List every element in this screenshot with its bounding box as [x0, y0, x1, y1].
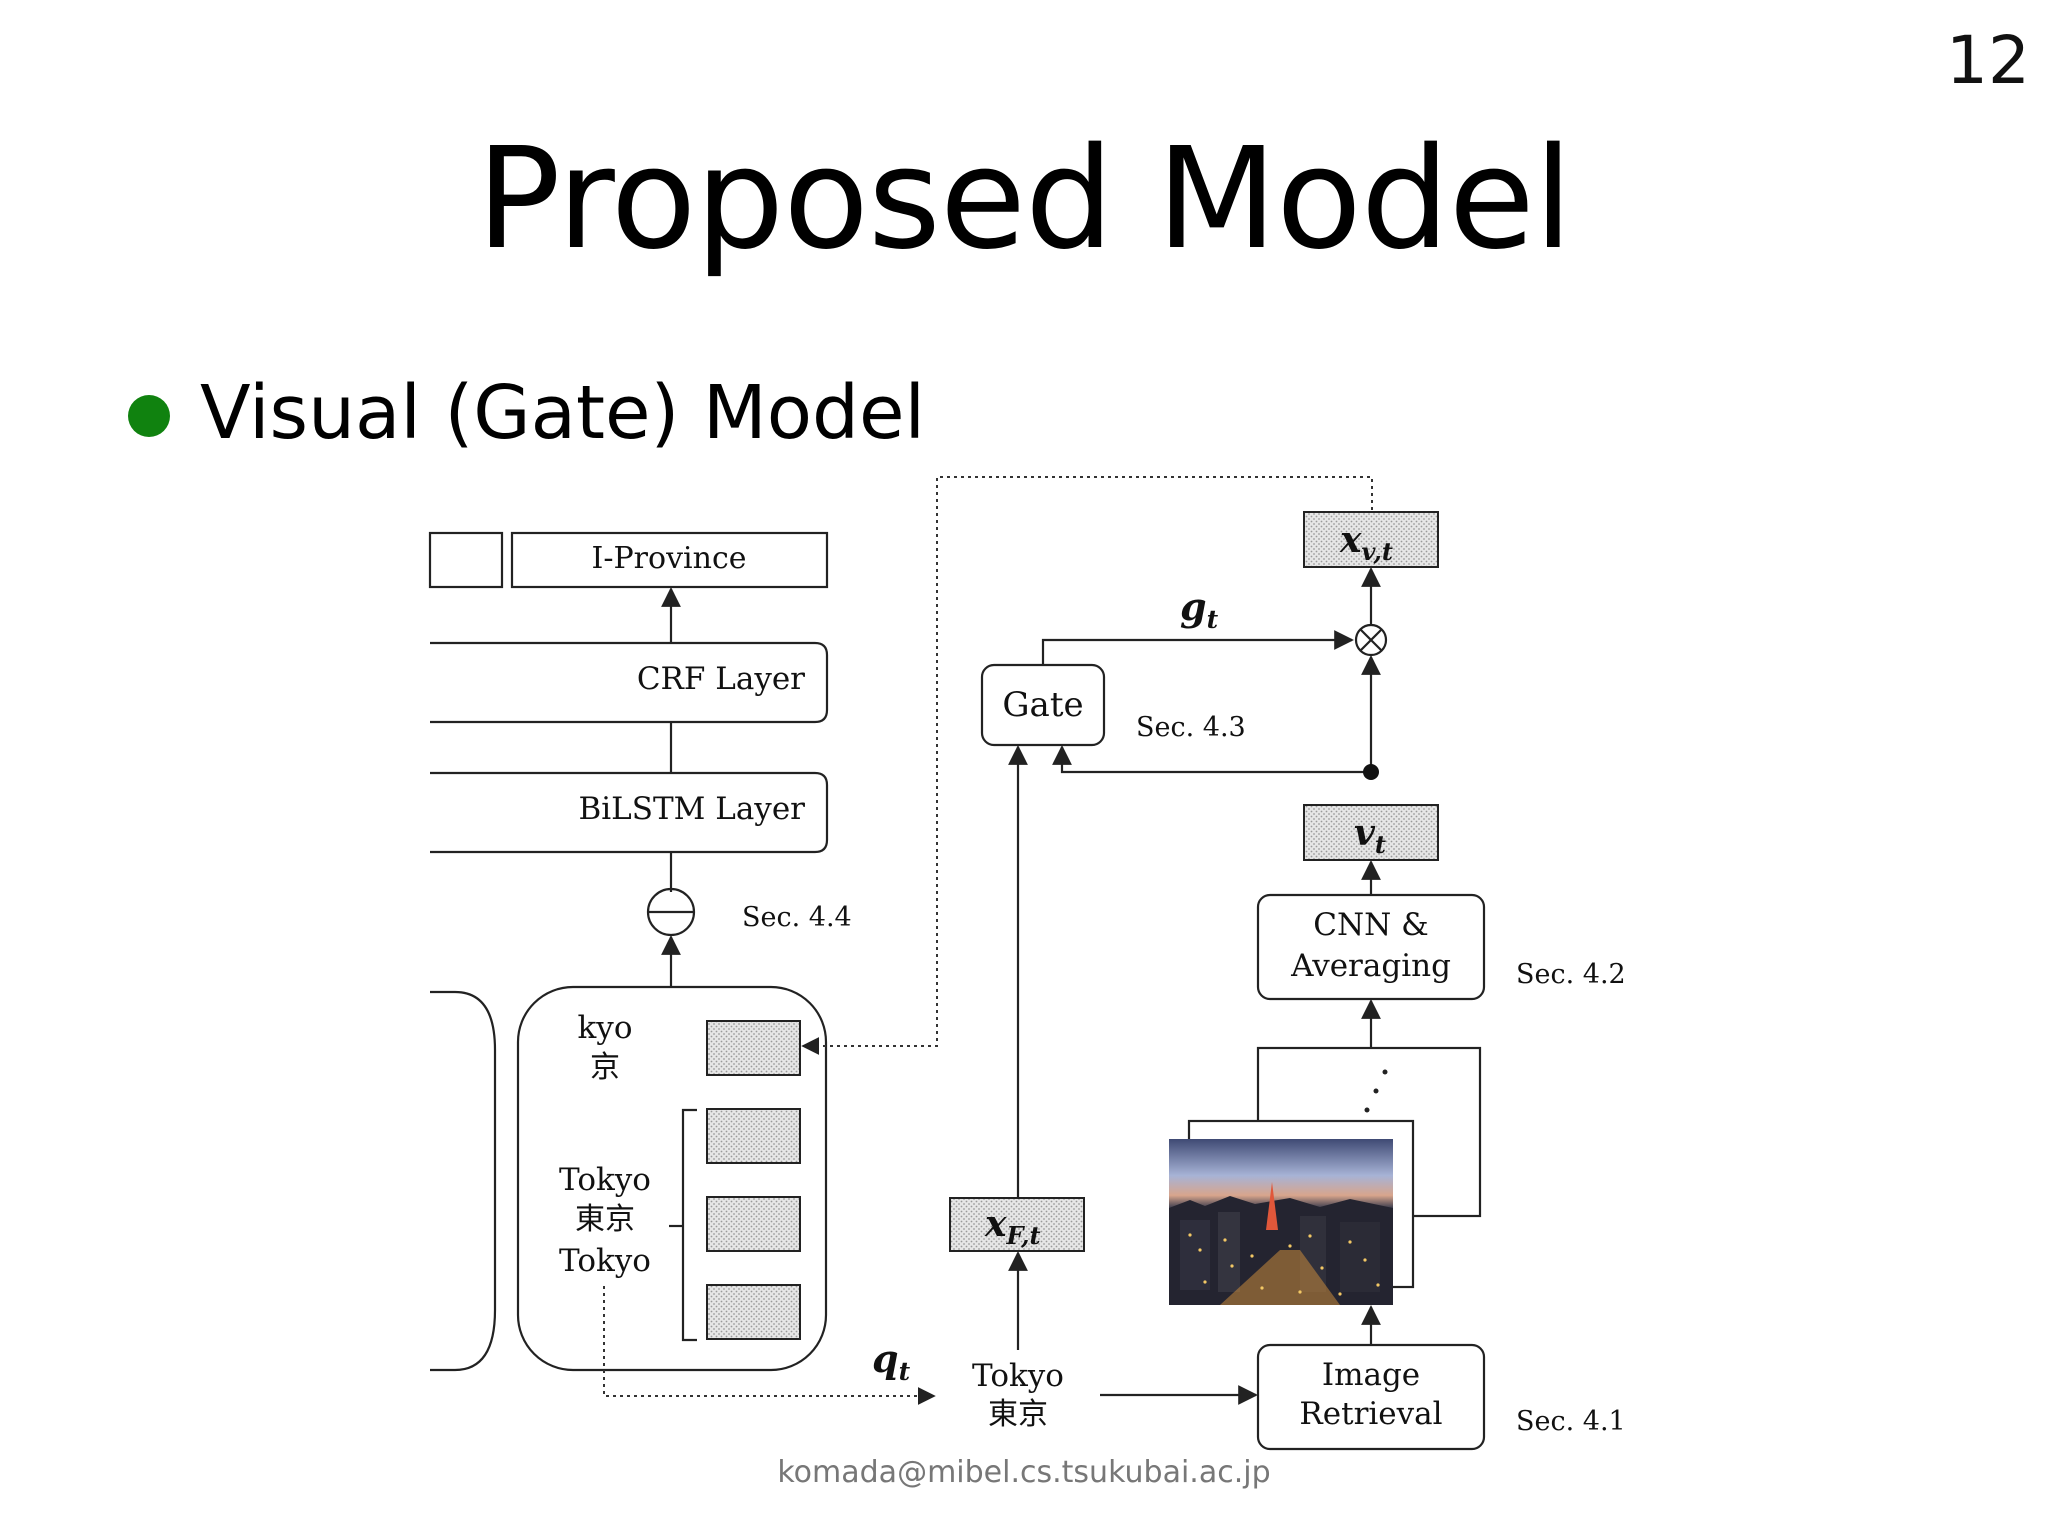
slide-number: 12: [1946, 22, 2030, 99]
tokyo-embedding-box-1: [706, 1108, 801, 1164]
g-t-line: [1041, 630, 1354, 665]
footer-email: komada@mibel.cs.tsukubai.ac.jp: [777, 1455, 1271, 1490]
retrieval-label-line1: Image: [1322, 1357, 1420, 1393]
x-v-t-label: xv,t: [1339, 519, 1393, 566]
crf-layer-label: CRF Layer: [637, 661, 805, 697]
cropped-output-box: [428, 531, 504, 589]
cropped-left-container: [430, 990, 497, 1372]
kyo-embedding-box: [706, 1020, 801, 1076]
slide-title: Proposed Model: [476, 118, 1572, 281]
tokyo-embedding-box-2: [706, 1196, 801, 1252]
gate-label: Gate: [1002, 685, 1083, 725]
v-t-box: [1303, 804, 1439, 861]
kyo-kanji: 京: [590, 1050, 620, 1085]
query-kanji: 東京: [988, 1397, 1048, 1432]
bullet-dot: [128, 395, 170, 437]
x-f-t-label: xF,t: [984, 1203, 1041, 1250]
tokyo-kanji: 東京: [575, 1202, 635, 1237]
bilstm-layer-box: [430, 771, 829, 854]
dotted-feedback-line: [801, 476, 1373, 1055]
dotted-query-line: [603, 1286, 936, 1405]
x-f-t-box: [949, 1197, 1085, 1252]
retrieval-label-line2: Retrieval: [1299, 1396, 1442, 1432]
tokyo-romaji-2: Tokyo: [559, 1243, 651, 1279]
q-t-label: qt: [872, 1336, 911, 1386]
output-label: I-Province: [592, 541, 747, 576]
g-t-label: gt: [1180, 584, 1219, 634]
cnn-label-line2: Averaging: [1290, 948, 1451, 984]
bullet-text: Visual (Gate) Model: [200, 370, 926, 456]
v-t-label: vt: [1354, 812, 1386, 859]
character-container: [516, 985, 828, 1372]
sec-4-3-label: Sec. 4.3: [1136, 712, 1246, 743]
sec-4-2-label: Sec. 4.2: [1516, 959, 1626, 990]
sec-4-4-label: Sec. 4.4: [742, 902, 852, 933]
tokyo-embedding-box-3: [706, 1284, 801, 1340]
bilstm-layer-label: BiLSTM Layer: [578, 791, 805, 827]
tokyo-romaji-1: Tokyo: [559, 1162, 651, 1198]
char-bracket: [681, 1108, 697, 1342]
retrieved-city-photo: [1169, 1139, 1393, 1305]
output-label-box: [510, 531, 829, 589]
query-romaji: Tokyo: [972, 1358, 1064, 1394]
cnn-averaging-box: [1256, 893, 1486, 1001]
sec-4-1-label: Sec. 4.1: [1516, 1406, 1626, 1437]
split-dot: [1363, 764, 1379, 780]
kyo-romaji: kyo: [578, 1010, 633, 1046]
image-retrieval-box: [1256, 1343, 1486, 1451]
crf-layer-box: [430, 641, 829, 724]
x-v-t-box: [1303, 511, 1439, 568]
cnn-label-line1: CNN &: [1313, 907, 1428, 943]
